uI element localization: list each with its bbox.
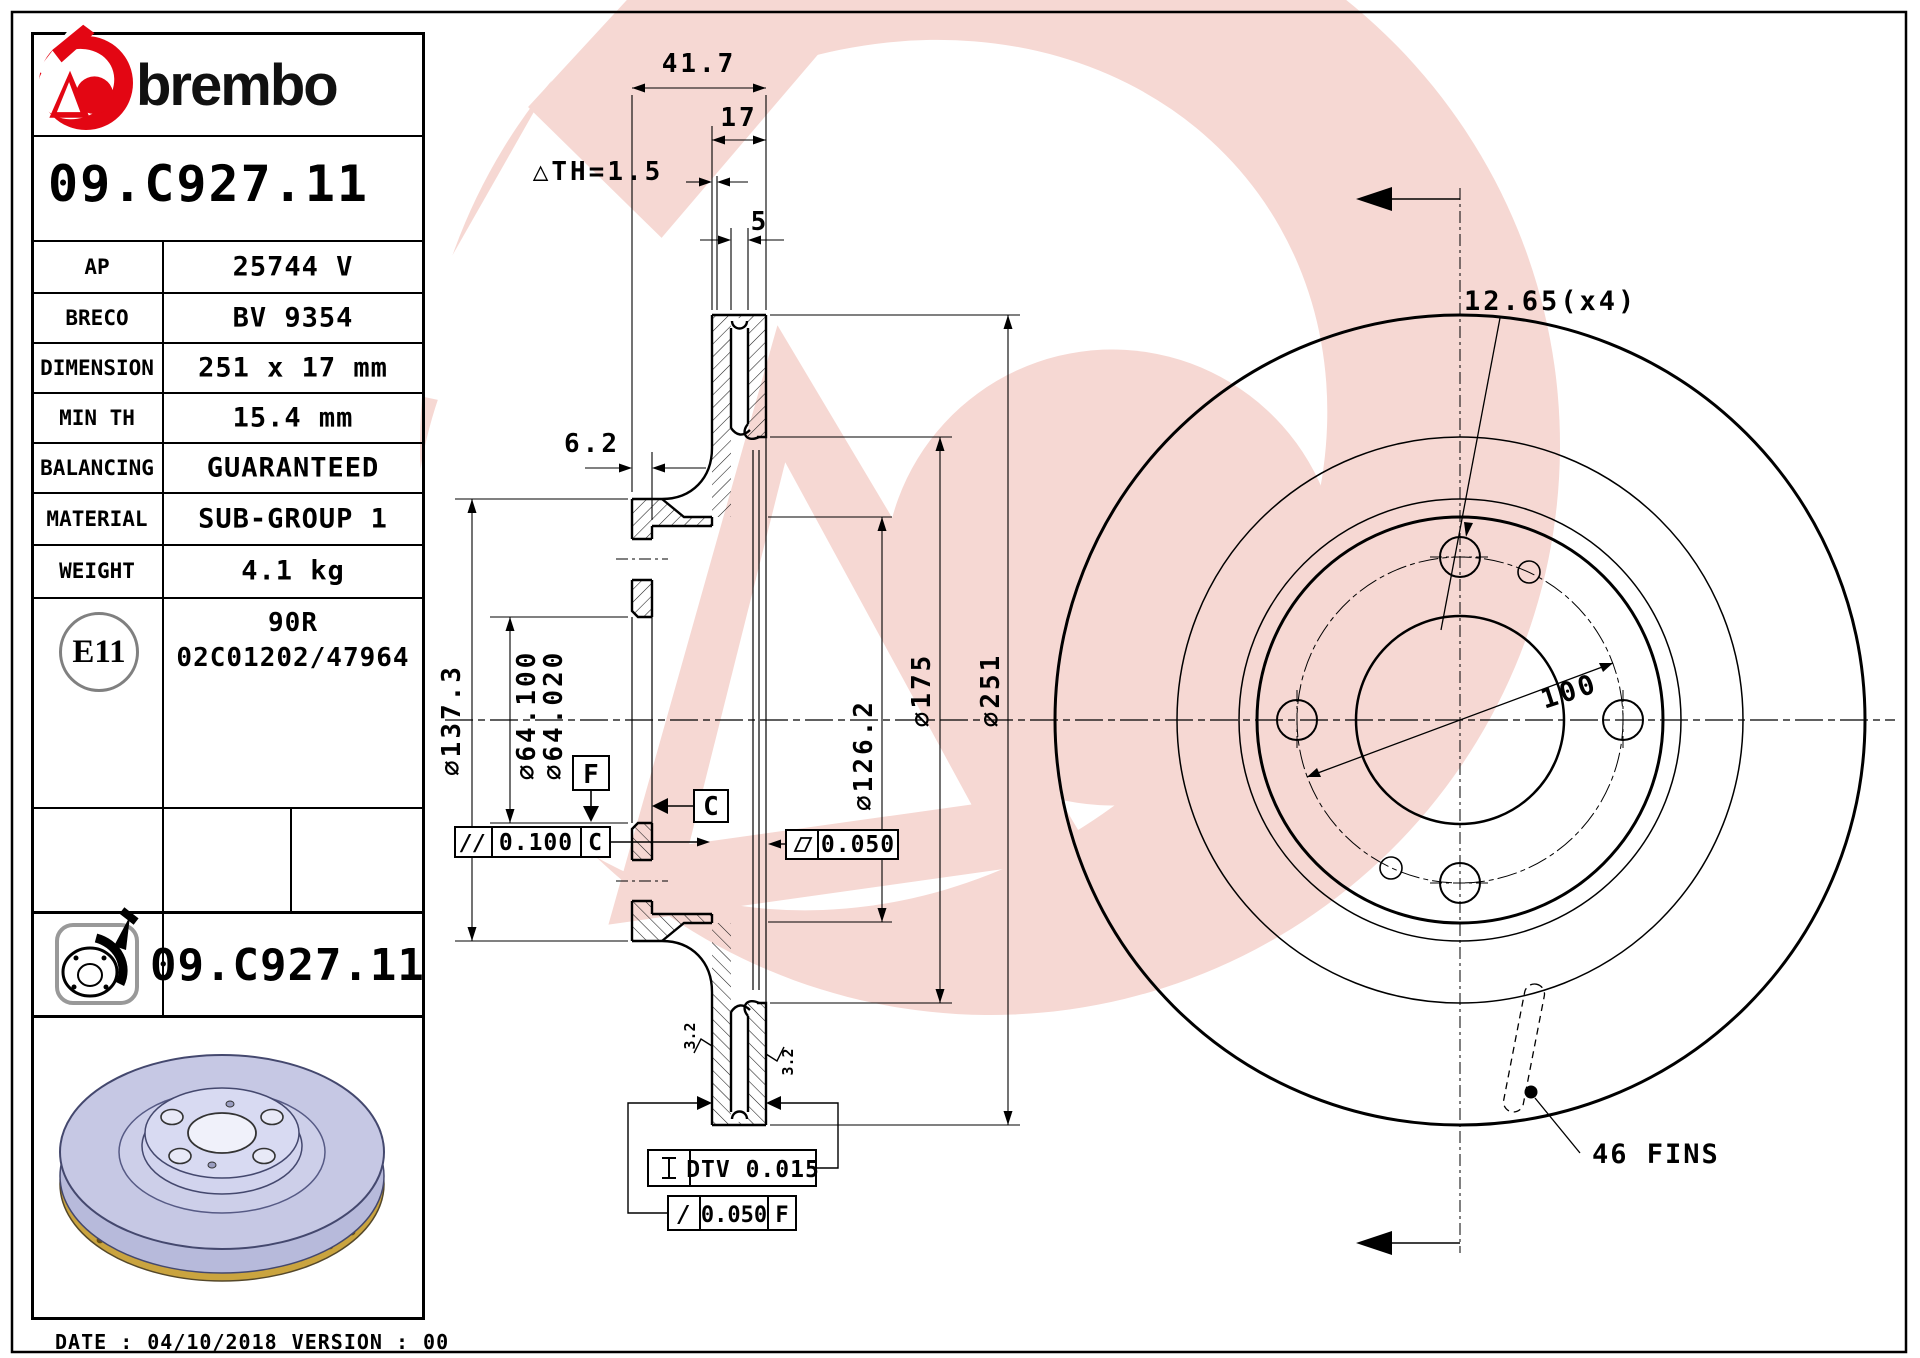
date-value: 04/10/2018 — [147, 1330, 278, 1354]
spec-value-weight: 4.1 kg — [241, 555, 345, 587]
spec-value-balancing: GUARANTEED — [206, 452, 380, 484]
spec-value-breco: BV 9354 — [232, 302, 354, 334]
icon-row-part-number: 09.C927.11 — [150, 940, 425, 991]
spec-value-material: SUB-GROUP 1 — [198, 503, 388, 535]
part-number: 09.C927.11 — [48, 155, 370, 213]
version-label: VERSION : — [291, 1330, 410, 1354]
spec-value-minth: 15.4 mm — [232, 402, 354, 434]
homologation-number: 02C01202/47964 — [176, 643, 410, 673]
spec-label-dimension: DIMENSION — [40, 356, 154, 380]
e11-badge-label: E11 — [72, 633, 126, 670]
spec-label-weight: WEIGHT — [59, 559, 135, 583]
date-version-line: DATE : 04/10/2018 VERSION : 00 — [55, 1330, 463, 1354]
spec-label-balancing: BALANCING — [40, 456, 154, 480]
spec-label-minth: MIN TH — [59, 406, 135, 430]
e11-badge: E11 — [59, 612, 139, 692]
spec-value-ap: 25744 V — [232, 251, 354, 283]
spec-value-dimension: 251 x 17 mm — [198, 352, 388, 384]
spec-label-ap: AP — [84, 255, 110, 279]
spec-label-material: MATERIAL — [46, 507, 148, 531]
brand-wordmark: brembo — [136, 53, 339, 118]
date-label: DATE : — [55, 1330, 134, 1354]
spec-label-breco: BRECO — [65, 306, 129, 330]
version-value: 00 — [423, 1330, 450, 1354]
homologation-code: 90R — [268, 608, 318, 638]
